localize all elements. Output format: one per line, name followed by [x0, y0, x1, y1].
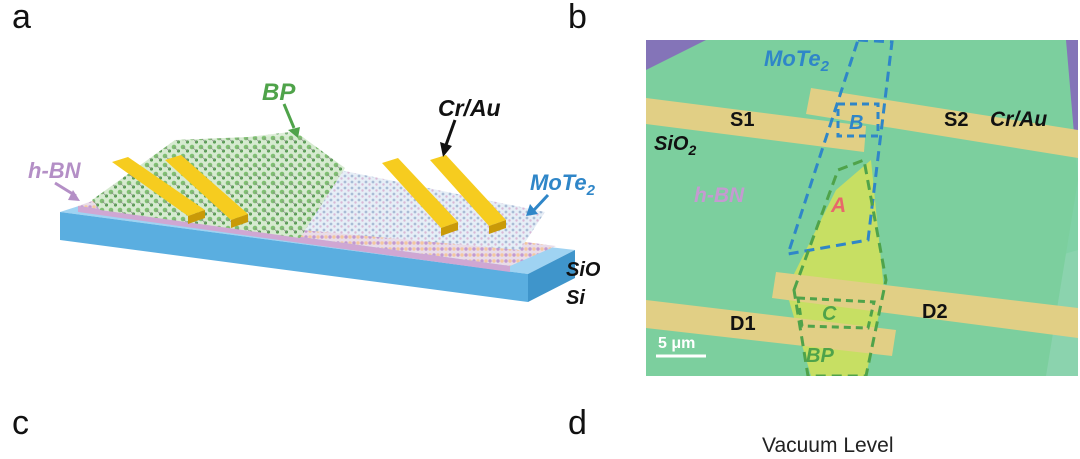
panel-b-letter: b — [568, 0, 587, 36]
si-substrate-front — [60, 212, 528, 302]
region-c-label: C — [822, 303, 837, 325]
sio2-label: SiO2 — [566, 259, 600, 284]
sio2-label-base: SiO — [566, 259, 600, 281]
mote2-micro-label: MoTe2 — [764, 46, 830, 75]
hbn-label: h-BN — [28, 158, 82, 183]
gold-electrode-4 — [430, 155, 506, 234]
panel-d-letter: d — [568, 404, 587, 442]
s2-label: S2 — [944, 109, 968, 131]
mote2-label: MoTe2 — [530, 170, 596, 199]
mote2-outline — [785, 40, 894, 256]
region-b-label: B — [849, 112, 863, 134]
cr-au-micro-label: Cr/Au — [990, 108, 1047, 131]
d1-label: D1 — [730, 313, 756, 335]
sio2-label-sub: 2 — [599, 268, 600, 284]
hbn-layer-edge — [78, 206, 510, 272]
optical-micrograph: 5 μm MoTe2 S1 B S2 Cr/Au SiO2 h-BN A D1 … — [646, 40, 1078, 376]
region-a-label: A — [830, 194, 846, 217]
bp-flake-top — [180, 132, 330, 175]
bp-arrow — [282, 103, 300, 138]
hbn-arrow — [54, 181, 80, 201]
region-c-outline — [796, 296, 876, 330]
mote2-label-sub: 2 — [586, 182, 596, 199]
electrode-s1 — [646, 98, 866, 152]
hbn-micro-label: h-BN — [694, 184, 745, 207]
gold-electrode-3 — [382, 158, 458, 236]
mote2-flake — [280, 168, 545, 250]
bp-label: BP — [262, 79, 296, 106]
electrode-d2 — [772, 272, 1078, 338]
mote2-arrow — [526, 193, 550, 216]
si-substrate-side — [528, 250, 575, 302]
panel-a-letter: a — [12, 0, 31, 36]
device-schematic: BP Cr/Au h-BN MoTe2 SiO2 Si — [28, 79, 600, 309]
bp-outline — [792, 157, 888, 376]
sio2-micro-label-sub: 2 — [687, 142, 696, 158]
d2-label: D2 — [922, 301, 948, 323]
si-label: Si — [566, 287, 585, 309]
gold-electrode-1 — [112, 157, 205, 224]
cr-au-label: Cr/Au — [438, 95, 501, 121]
cr-au-arrow — [440, 119, 457, 157]
sio2-micro-label: SiO2 — [654, 133, 696, 158]
panel-c-letter: c — [12, 404, 29, 442]
gold-electrode-2 — [165, 155, 248, 228]
mote2-micro-label-base: MoTe — [764, 46, 821, 71]
bp-micro-label: BP — [806, 345, 834, 367]
scale-bar-label: 5 μm — [658, 335, 695, 352]
electrode-d1 — [646, 300, 896, 356]
mote2-label-base: MoTe — [530, 170, 587, 195]
vacuum-level-label: Vacuum Level — [762, 434, 894, 457]
sio2-micro-label-base: SiO — [654, 133, 689, 155]
mote2-micro-label-sub: 2 — [820, 58, 830, 75]
s1-label: S1 — [730, 109, 754, 131]
